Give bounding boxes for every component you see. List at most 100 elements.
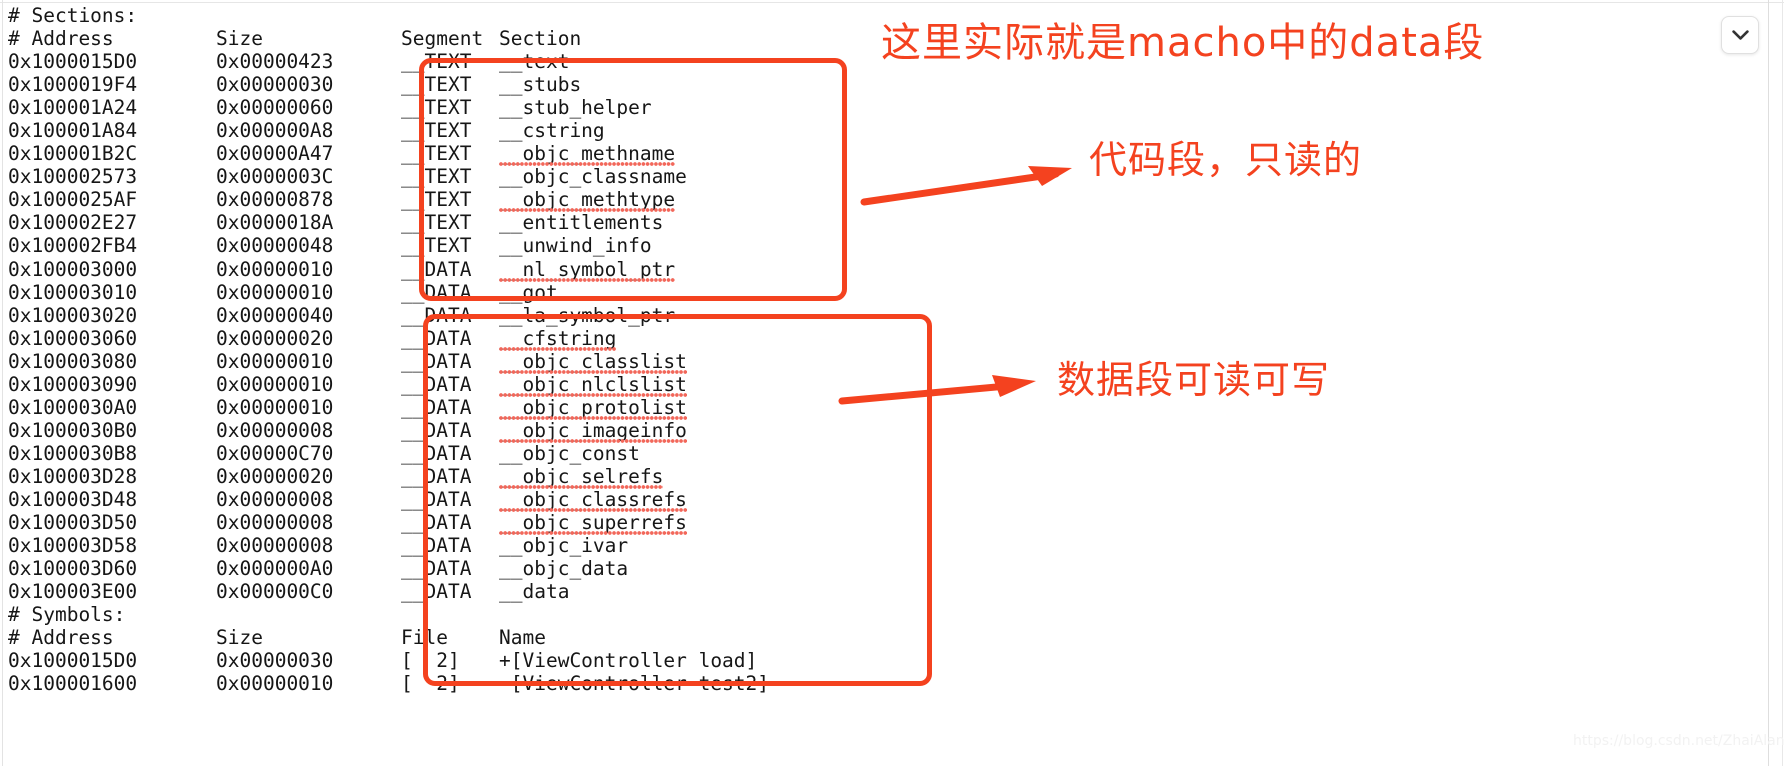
cell-size: 0x00000060 bbox=[216, 96, 334, 120]
cell-section: __objc_methname bbox=[499, 142, 676, 167]
cell-sym-file: [ 2] bbox=[401, 672, 460, 696]
arrow-to-data-segment bbox=[838, 375, 1036, 405]
cell-section: __objc_protolist bbox=[499, 395, 687, 420]
cell-segment: __TEXT bbox=[401, 234, 472, 258]
cell-segment: __DATA bbox=[401, 487, 472, 511]
cell-section: __unwind_info bbox=[499, 234, 652, 258]
cell-address: 0x100003020 bbox=[8, 303, 138, 327]
header-segment: Segment bbox=[401, 27, 484, 51]
chevron-down-icon bbox=[1731, 29, 1749, 41]
cell-address: 0x1000030B0 bbox=[8, 418, 138, 442]
cell-address: 0x100003D50 bbox=[8, 511, 138, 535]
cell-segment: __TEXT bbox=[401, 165, 472, 189]
header-sym-name: Name bbox=[499, 626, 546, 650]
cell-size: 0x000000A0 bbox=[216, 557, 334, 581]
cell-address: 0x100003E00 bbox=[8, 580, 138, 604]
cell-sym-size: 0x00000030 bbox=[216, 649, 334, 673]
cell-address: 0x100003000 bbox=[8, 257, 138, 281]
page-border-top bbox=[0, 2, 1784, 3]
cell-address: 0x100003060 bbox=[8, 326, 138, 350]
cell-segment: __DATA bbox=[401, 511, 472, 535]
header-sym-file: File bbox=[401, 626, 448, 650]
cell-section: __stub_helper bbox=[499, 96, 652, 120]
cell-segment: __DATA bbox=[401, 557, 472, 581]
cell-address: 0x100003080 bbox=[8, 349, 138, 373]
cell-size: 0x00000010 bbox=[216, 280, 334, 304]
cell-section: __nl_symbol_ptr bbox=[499, 257, 676, 282]
cell-size: 0x00000020 bbox=[216, 464, 334, 488]
cell-sym-size: 0x00000010 bbox=[216, 672, 334, 696]
cell-size: 0x00000008 bbox=[216, 534, 334, 558]
symbols-label: # Symbols: bbox=[8, 603, 126, 627]
arrow-to-text-segment bbox=[860, 166, 1072, 206]
cell-address: 0x100003D48 bbox=[8, 487, 138, 511]
cell-address: 0x100001B2C bbox=[8, 142, 138, 166]
cell-address: 0x1000019F4 bbox=[8, 73, 138, 97]
cell-segment: __DATA bbox=[401, 257, 472, 281]
cell-sym-file: [ 2] bbox=[401, 649, 460, 673]
cell-size: 0x00000010 bbox=[216, 257, 334, 281]
chevron-down-button[interactable] bbox=[1721, 16, 1759, 54]
cell-segment: __DATA bbox=[401, 464, 472, 488]
cell-address: 0x100002FB4 bbox=[8, 234, 138, 258]
cell-size: 0x00000008 bbox=[216, 487, 334, 511]
cell-section: __cstring bbox=[499, 119, 605, 143]
cell-segment: __TEXT bbox=[401, 211, 472, 235]
cell-segment: __DATA bbox=[401, 441, 472, 465]
page-border-left bbox=[2, 0, 3, 766]
cell-size: 0x0000003C bbox=[216, 165, 334, 189]
cell-segment: __TEXT bbox=[401, 188, 472, 212]
cell-size: 0x00000878 bbox=[216, 188, 334, 212]
cell-size: 0x000000A8 bbox=[216, 119, 334, 143]
cell-segment: __DATA bbox=[401, 395, 472, 419]
cell-section: __objc_classrefs bbox=[499, 487, 687, 513]
header-section: Section bbox=[499, 27, 582, 51]
cell-segment: __DATA bbox=[401, 418, 472, 442]
cell-size: 0x00000423 bbox=[216, 50, 334, 74]
cell-section: __cfstring bbox=[499, 326, 617, 351]
header-address: # Address bbox=[8, 27, 114, 51]
cell-size: 0x00000C70 bbox=[216, 441, 334, 465]
cell-size: 0x00000020 bbox=[216, 326, 334, 350]
page-scrollbar-track[interactable] bbox=[1782, 0, 1783, 766]
cell-section: __objc_selrefs bbox=[499, 464, 664, 490]
table-row: 0x100003000 0x00000010 __DATA __nl_symbol_p… bbox=[8, 257, 769, 282]
listing-column-header: # Address Size Segment Section bbox=[8, 27, 769, 50]
cell-segment: __DATA bbox=[401, 280, 472, 304]
annotation-data-segment-title: 这里实际就是macho中的data段 bbox=[881, 20, 1485, 66]
cell-size: 0x00000010 bbox=[216, 395, 334, 419]
cell-segment: __TEXT bbox=[401, 142, 472, 166]
cell-segment: __DATA bbox=[401, 372, 472, 396]
cell-section: __objc_ivar bbox=[499, 534, 629, 558]
annotation-text-segment: 代码段，只读的 bbox=[1089, 138, 1363, 182]
cell-size: 0x0000018A bbox=[216, 211, 334, 235]
cell-section: __objc_nlclslist bbox=[499, 372, 687, 397]
sections-label: # Sections: bbox=[8, 4, 138, 27]
cell-address: 0x100001A24 bbox=[8, 96, 138, 120]
cell-size: 0x00000A47 bbox=[216, 142, 334, 166]
cell-size: 0x000000C0 bbox=[216, 580, 334, 604]
cell-address: 0x100003010 bbox=[8, 280, 138, 304]
header-sym-size: Size bbox=[216, 626, 263, 650]
header-size: Size bbox=[216, 27, 263, 51]
page-border-right bbox=[1768, 0, 1769, 766]
cell-size: 0x00000008 bbox=[216, 418, 334, 442]
cell-address: 0x100003090 bbox=[8, 372, 138, 396]
cell-size: 0x00000008 bbox=[216, 511, 334, 535]
cell-sym-address: 0x100001600 bbox=[8, 672, 138, 696]
